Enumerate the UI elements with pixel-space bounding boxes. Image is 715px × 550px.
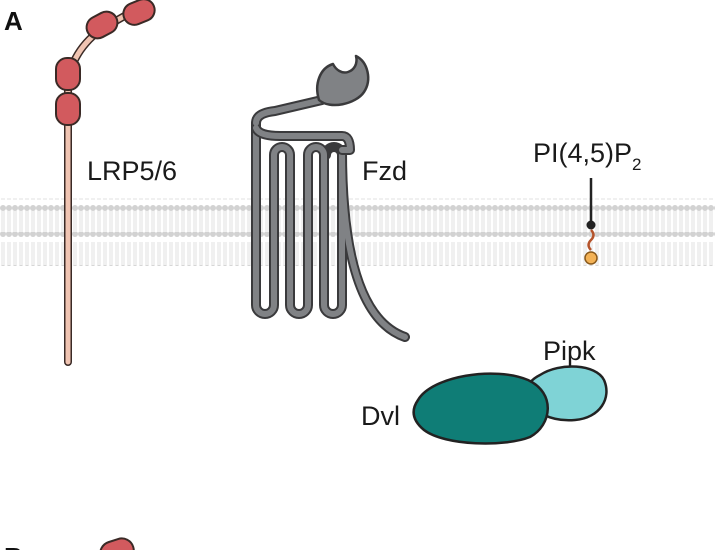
pip2-lipid [584, 178, 598, 265]
fzd-label: Fzd [362, 156, 407, 186]
pip2-acyl-tail [587, 229, 595, 251]
pip2-head-group [584, 251, 598, 265]
pip2-label: PI(4,5)P2 [533, 138, 642, 174]
panel-label-b: B [4, 542, 23, 550]
frizzled-receptor [251, 54, 410, 342]
dvl-label: Dvl [361, 401, 400, 431]
lrp-propeller-domain [55, 57, 81, 91]
lrp5-6-receptor [55, 0, 156, 366]
pip2-label-subscript: 2 [632, 155, 641, 174]
cell-membrane [0, 198, 715, 266]
fzd-cysteine-rich-domain [316, 54, 370, 107]
pip2-label-main: PI(4,5)P [533, 138, 632, 168]
panel-label-a: A [4, 6, 23, 36]
dvl-protein [412, 372, 549, 445]
lrp-propeller-domain [122, 0, 156, 26]
lrp-propeller-domain [55, 92, 81, 126]
pipk-label: Pipk [543, 336, 596, 366]
lrp-propeller-domain [85, 10, 119, 40]
pip2-pointer-dot [586, 220, 596, 230]
lrp5-6-label: LRP5/6 [87, 156, 177, 186]
panel-b-lrp-propeller-domain [99, 537, 135, 550]
